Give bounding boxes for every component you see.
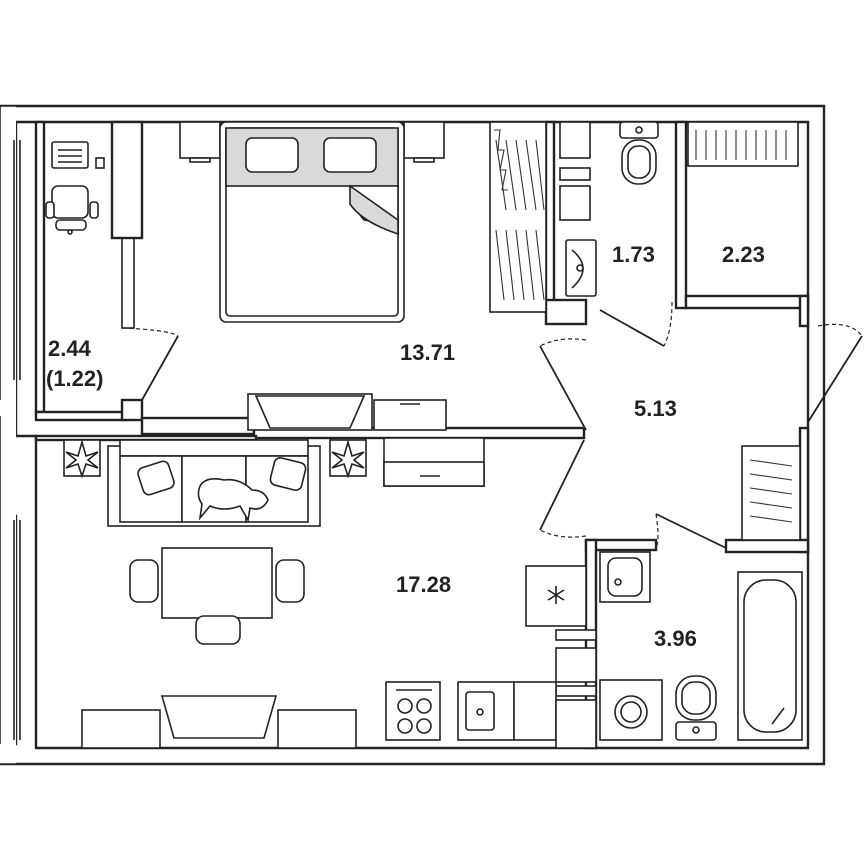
hallway-area-label: 5.13 [634,396,677,421]
sink-icon [599,551,651,603]
pillow-icon [137,460,175,496]
laptop-icon [51,141,105,169]
stove-icon [385,681,441,741]
wardrobe-area-label: 2.23 [722,242,765,267]
double-bed-icon [219,121,405,323]
wardrobe-icon [687,121,799,167]
living-tv-stand [81,695,357,749]
fridge [525,565,587,627]
door-icon [121,301,863,549]
living-kitchen-area-label: 17.28 [396,572,451,597]
kitchen-sink-icon [457,681,515,741]
toilet-room-shelves [559,121,591,221]
dresser [373,399,447,431]
plant-icon [329,439,367,479]
counter [513,681,597,749]
pillow-icon [323,137,377,173]
balcony-reduced-area-label: (1.22) [46,366,103,391]
toilet-icon [619,121,659,185]
toilet-icon [675,675,717,741]
bedroom-area-label: 13.71 [400,340,455,365]
nightstand-right [403,121,445,163]
sideboard [383,437,485,487]
toilet-area-label: 1.73 [612,242,655,267]
kitchen-cabinets [555,629,597,697]
wardrobe-icon [489,121,547,313]
washing-machine-icon [599,679,663,741]
wardrobe-icon [741,445,801,541]
dog-icon [197,478,269,523]
nightstand-left [179,121,221,163]
tv-stand-icon [247,393,373,431]
sink-icon [565,239,597,297]
bathroom-area-label: 3.96 [654,626,697,651]
desk-chair-icon [45,185,99,235]
plant-icon [63,439,101,479]
bathtub-icon [737,571,803,741]
pillow-icon [245,137,299,173]
chair-icon [129,559,305,645]
balcony-area-label: 2.44 [48,336,92,361]
dining-table-icon [161,547,273,619]
pillow-icon [269,457,307,491]
